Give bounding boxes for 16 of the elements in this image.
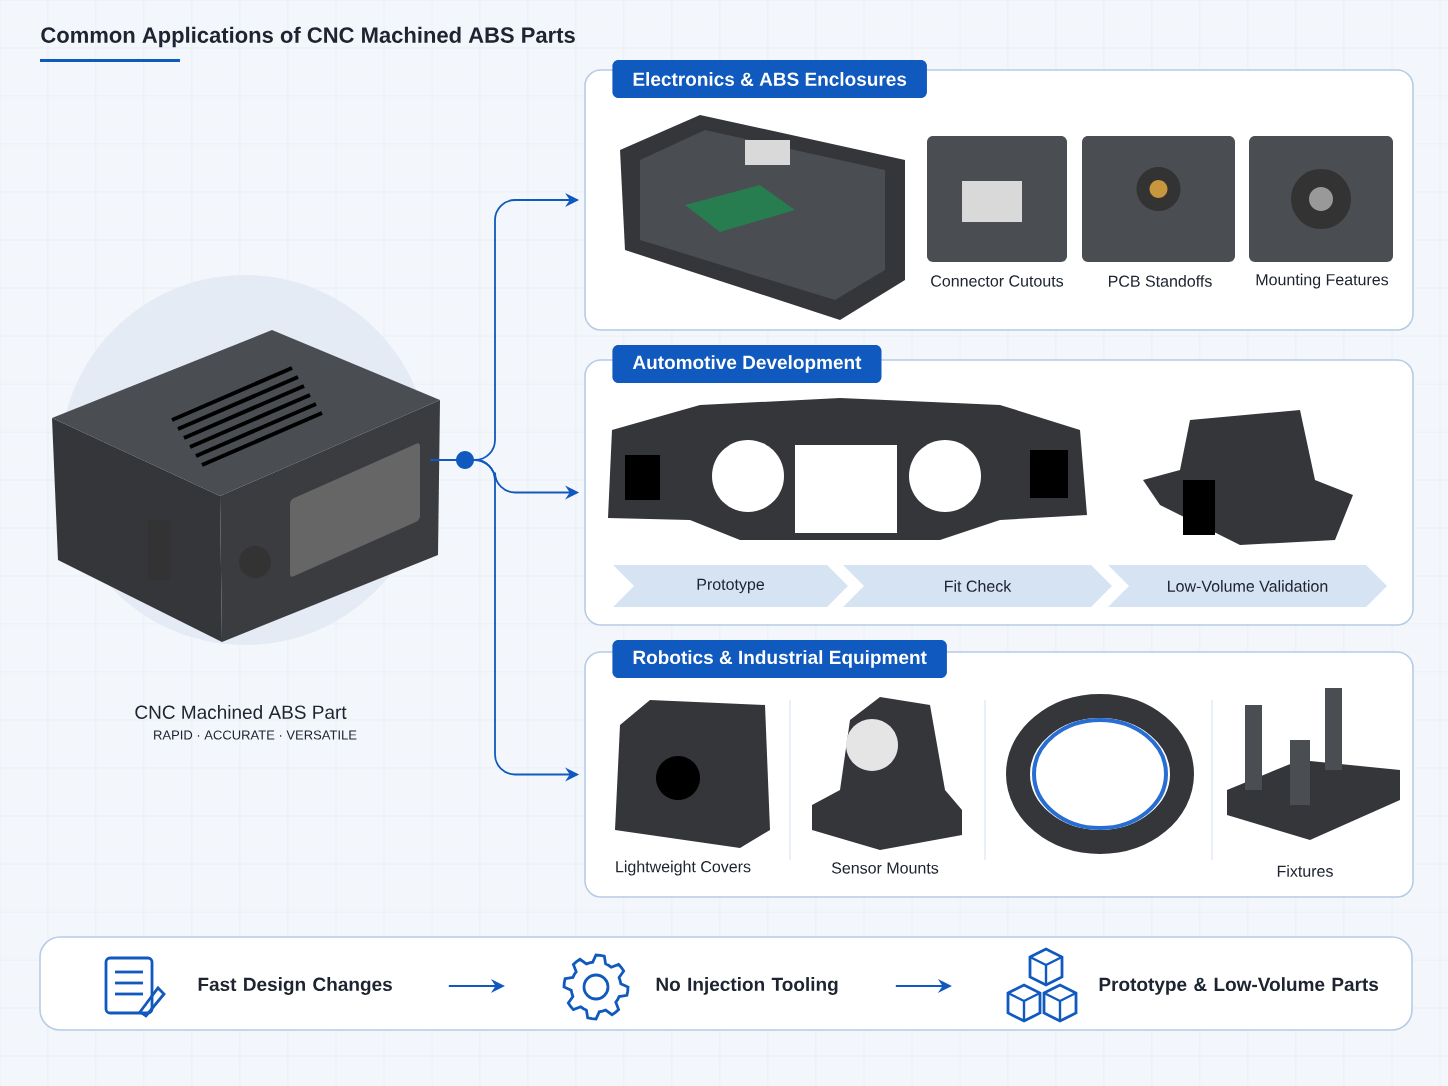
- title: Common Applications of CNC Machined ABS Parts: [41, 26, 575, 48]
- part-caption: CNC Machined ABS Part: [135, 705, 347, 719]
- section-tab: Robotics & Industrial Equipment: [612, 640, 947, 678]
- feature-label: No Injection Tooling: [656, 977, 838, 995]
- tagline: RAPID · ACCURATE · VERSATILE: [154, 730, 357, 740]
- caption: Fixtures: [1277, 865, 1333, 877]
- section-tab: Electronics & ABS Enclosures: [612, 60, 927, 98]
- caption: Lightweight Covers: [616, 860, 751, 876]
- caption: Mounting Features: [1256, 273, 1389, 289]
- caption: Connector Cutouts: [931, 275, 1064, 287]
- feature-label: Prototype & Low-Volume Parts: [1099, 977, 1379, 995]
- feature-band: [39, 936, 1413, 1031]
- caption: Sensor Mounts: [831, 862, 939, 874]
- caption: PCB Standoffs: [1109, 275, 1212, 287]
- section-tab: Automotive Development: [612, 345, 882, 383]
- feature-label: Fast Design Changes: [198, 977, 392, 995]
